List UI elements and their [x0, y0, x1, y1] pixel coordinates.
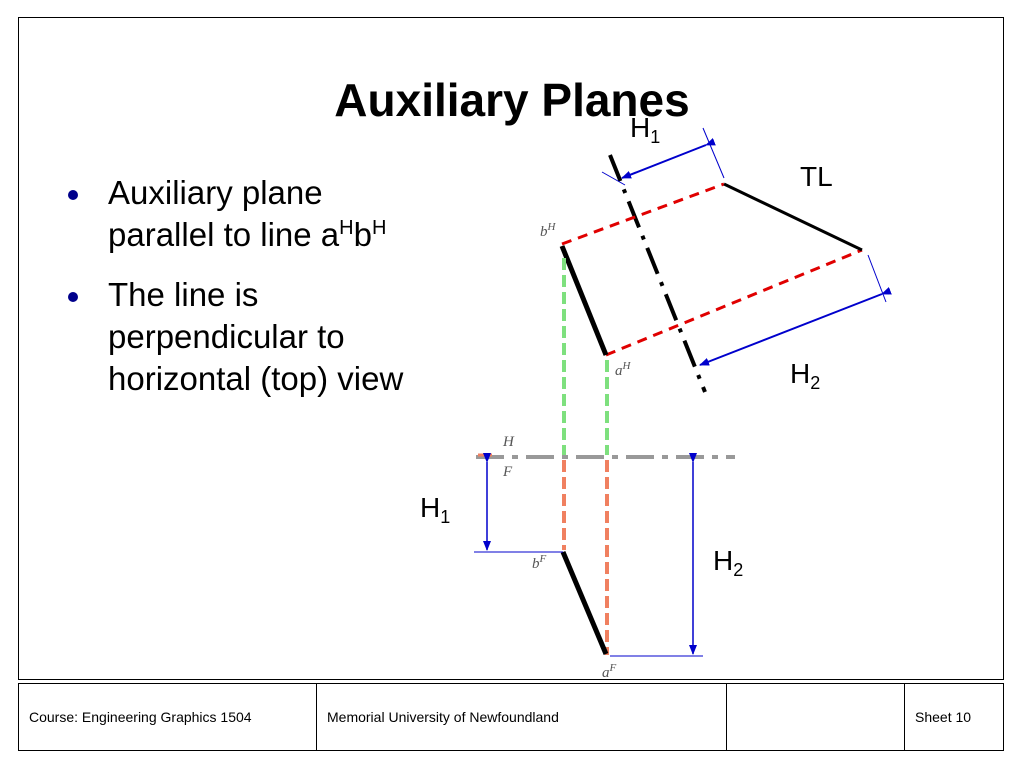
- bullet-dot-icon: [68, 292, 78, 302]
- footer-university: Memorial University of Newfoundland: [317, 684, 727, 750]
- true-length-line: [723, 182, 863, 252]
- projector-b-red: [561, 182, 725, 246]
- dim-h2-right: [699, 287, 892, 366]
- dim-h1-top: [621, 137, 716, 179]
- footer-university-text: Memorial University of Newfoundland: [327, 709, 559, 725]
- label-tl: TL: [800, 161, 833, 192]
- label-h1-top: H1: [630, 112, 660, 147]
- footer-sheet: Sheet 10: [905, 684, 1003, 750]
- footer-bar: Course: Engineering Graphics 1504 Memori…: [18, 683, 1004, 751]
- slide-title: Auxiliary Planes: [334, 74, 690, 126]
- ext-line-h1-top-right: [702, 127, 725, 179]
- bullet-dot-icon: [68, 190, 78, 200]
- bullet-text-1: Auxiliary plane parallel to line: [108, 174, 323, 253]
- label-bH: bH: [540, 221, 557, 240]
- auxiliary-fold-line: [608, 154, 707, 393]
- bullet-item-1: Auxiliary plane parallel to line aHbH: [68, 172, 408, 256]
- top-view-line: [559, 245, 609, 356]
- footer-sheet-label: Sheet: [915, 709, 952, 725]
- ext-line-h1-top-left: [601, 171, 626, 186]
- label-h2-right: H2: [790, 358, 820, 393]
- bullet-a: a: [320, 216, 340, 253]
- label-h1-left: H1: [420, 492, 450, 527]
- bullet-item-2: The line is perpendicular to horizontal …: [68, 274, 408, 400]
- label-fold-f: F: [502, 464, 513, 480]
- bullet-b: b: [353, 216, 372, 253]
- bullet-b-sup: H: [371, 217, 387, 239]
- label-aF: aF: [602, 662, 617, 681]
- footer-course-text: Course: Engineering Graphics 1504: [29, 709, 252, 725]
- footer-course: Course: Engineering Graphics 1504: [19, 684, 317, 750]
- footer-blank: [727, 684, 905, 750]
- label-h2-lower: H2: [713, 545, 743, 580]
- slide-frame: [18, 17, 1004, 680]
- front-view-line: [560, 551, 609, 655]
- footer-sheet-number: 10: [955, 709, 972, 725]
- label-fold-h: H: [502, 434, 515, 450]
- bullet-text-2: The line is perpendicular to horizontal …: [108, 276, 404, 397]
- bullet-list: Auxiliary plane parallel to line aHbH Th…: [68, 172, 408, 418]
- bullet-a-sup: H: [339, 217, 354, 239]
- label-bF: bF: [532, 553, 547, 572]
- label-aH: aH: [615, 360, 632, 379]
- projector-a-red: [605, 248, 863, 357]
